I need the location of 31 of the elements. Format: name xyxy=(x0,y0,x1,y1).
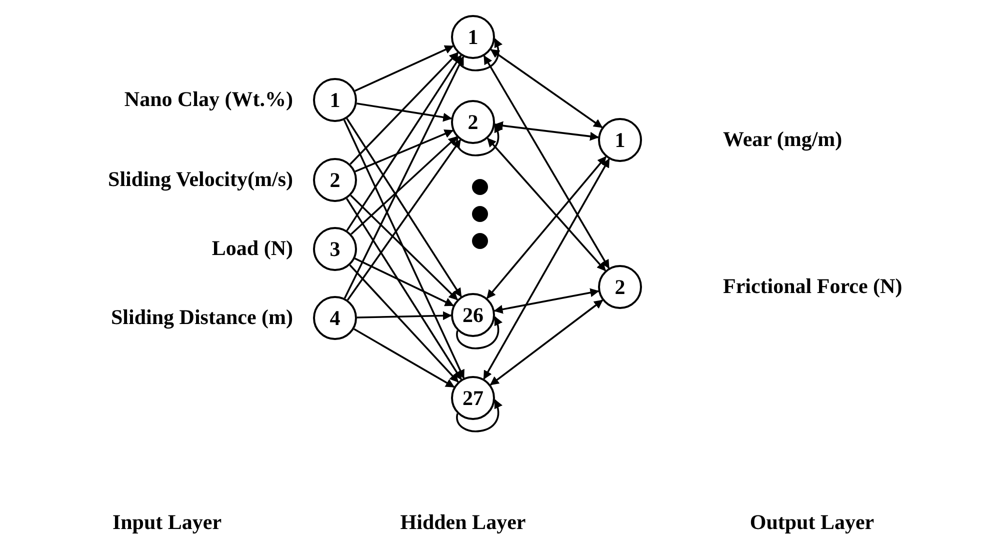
arrow xyxy=(490,48,603,128)
arrow xyxy=(354,328,455,388)
arrow xyxy=(356,311,452,320)
feature-label: Load (N) xyxy=(212,238,293,259)
layer-label: Output Layer xyxy=(750,512,874,533)
feature-label: Frictional Force (N) xyxy=(723,276,902,297)
feature-label: Sliding Velocity(m/s) xyxy=(108,169,293,190)
arrow xyxy=(349,264,459,383)
arrow xyxy=(483,158,610,380)
arrow xyxy=(346,54,462,232)
layer-label: Input Layer xyxy=(112,512,222,533)
arrow xyxy=(356,102,452,122)
arrow xyxy=(494,121,600,141)
arrow xyxy=(490,300,604,386)
arrow xyxy=(456,123,502,156)
arrow xyxy=(456,316,502,350)
feature-label: Sliding Distance (m) xyxy=(110,307,293,328)
feature-label: Nano Clay (Wt.%) xyxy=(124,89,293,110)
layer-label: Hidden Layer xyxy=(400,512,526,533)
arrow xyxy=(456,399,502,432)
arrow xyxy=(343,120,465,379)
arrow xyxy=(350,136,458,235)
arrow xyxy=(486,138,606,272)
arrow xyxy=(350,52,458,165)
arrow xyxy=(456,38,502,72)
arrow xyxy=(483,55,610,269)
feature-label: Wear (mg/m) xyxy=(723,129,842,150)
arrow xyxy=(350,194,458,300)
arrow xyxy=(346,198,462,380)
arrow xyxy=(486,156,607,299)
arrow xyxy=(494,288,600,314)
